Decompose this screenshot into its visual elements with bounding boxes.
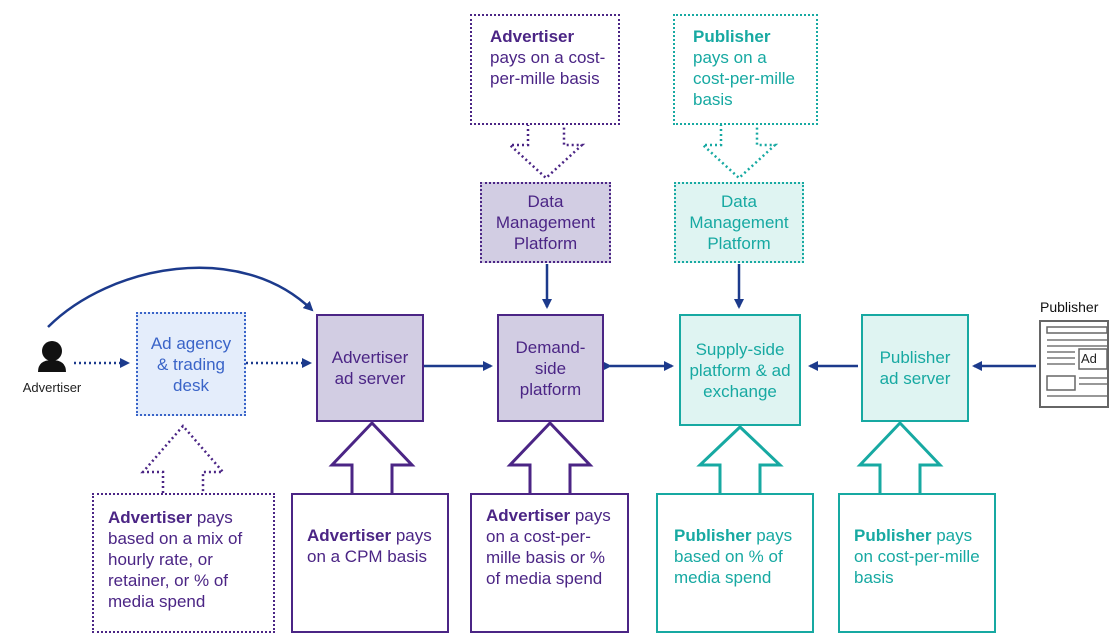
note-agency-who: Advertiser [108,508,193,527]
note-publisher-ad-server: Publisher pays on cost-per-mille basis [838,493,996,633]
node-demand-side-platform: Demand-side platform [497,314,604,422]
note-dsp-who: Advertiser [486,506,571,525]
note-dsp-text: pays on a cost-per-mille basis or % of m… [486,506,611,588]
node-publisher-ad-server: Publisher ad server [861,314,969,422]
note-dmp-publisher: Publisher pays on a cost-per-mille basis [673,14,818,125]
note-dsp: Advertiser pays on a cost-per-mille basi… [470,493,629,633]
note-dmp-adv-who: Advertiser [490,27,575,46]
person-icon [38,341,66,372]
hollow-arrow-dmp-adv [506,124,586,180]
note-agency: Advertiser pays based on a mix of hourly… [92,493,275,633]
node-dmp-advertiser: Data Management Platform [480,182,611,263]
hollow-arrow-ssp [696,424,784,493]
note-agency-text: pays based on a mix of hourly rate, or r… [108,508,243,611]
advertiser-label: Advertiser [22,380,82,395]
publisher-label: Publisher [1040,299,1099,315]
note-advertiser-ad-server: Advertiser pays on a CPM basis [291,493,449,633]
node-supply-side-platform: Supply-side platform & ad exchange [679,314,801,426]
curved-arrow-advertiser-to-ad-server [47,266,314,328]
note-adv-server-text: pays on a CPM basis [307,526,432,566]
hollow-arrow-pub-server [856,420,944,493]
node-dmp-publisher: Data Management Platform [674,182,804,263]
ad-badge: Ad [1081,351,1097,366]
hollow-arrow-adv-server [328,420,416,493]
hollow-arrow-agency [140,424,226,493]
node-ad-agency: Ad agency & trading desk [136,312,246,416]
note-ssp: Publisher pays based on % of media spend [656,493,814,633]
diagram-connectors [47,124,1036,493]
publisher-page-icon: Ad [1039,320,1109,408]
note-ssp-text: pays based on % of media spend [674,526,793,587]
note-dmp-pub-text: pays on a cost-per-mille basis [693,48,796,109]
note-pub-server-who: Publisher [854,526,932,545]
note-adv-server-who: Advertiser [307,526,392,545]
hollow-arrow-dmp-pub [699,124,779,180]
note-pub-server-text: pays on cost-per-mille basis [854,526,980,587]
node-advertiser-ad-server: Advertiser ad server [316,314,424,422]
advertiser-actor: Advertiser [10,338,94,402]
note-ssp-who: Publisher [674,526,752,545]
note-dmp-pub-who: Publisher [693,27,771,46]
note-dmp-advertiser: Advertiser pays on a cost-per-mille basi… [470,14,620,125]
note-dmp-adv-text: pays on a cost-per-mille basis [490,48,606,88]
hollow-arrow-dsp [506,420,594,493]
